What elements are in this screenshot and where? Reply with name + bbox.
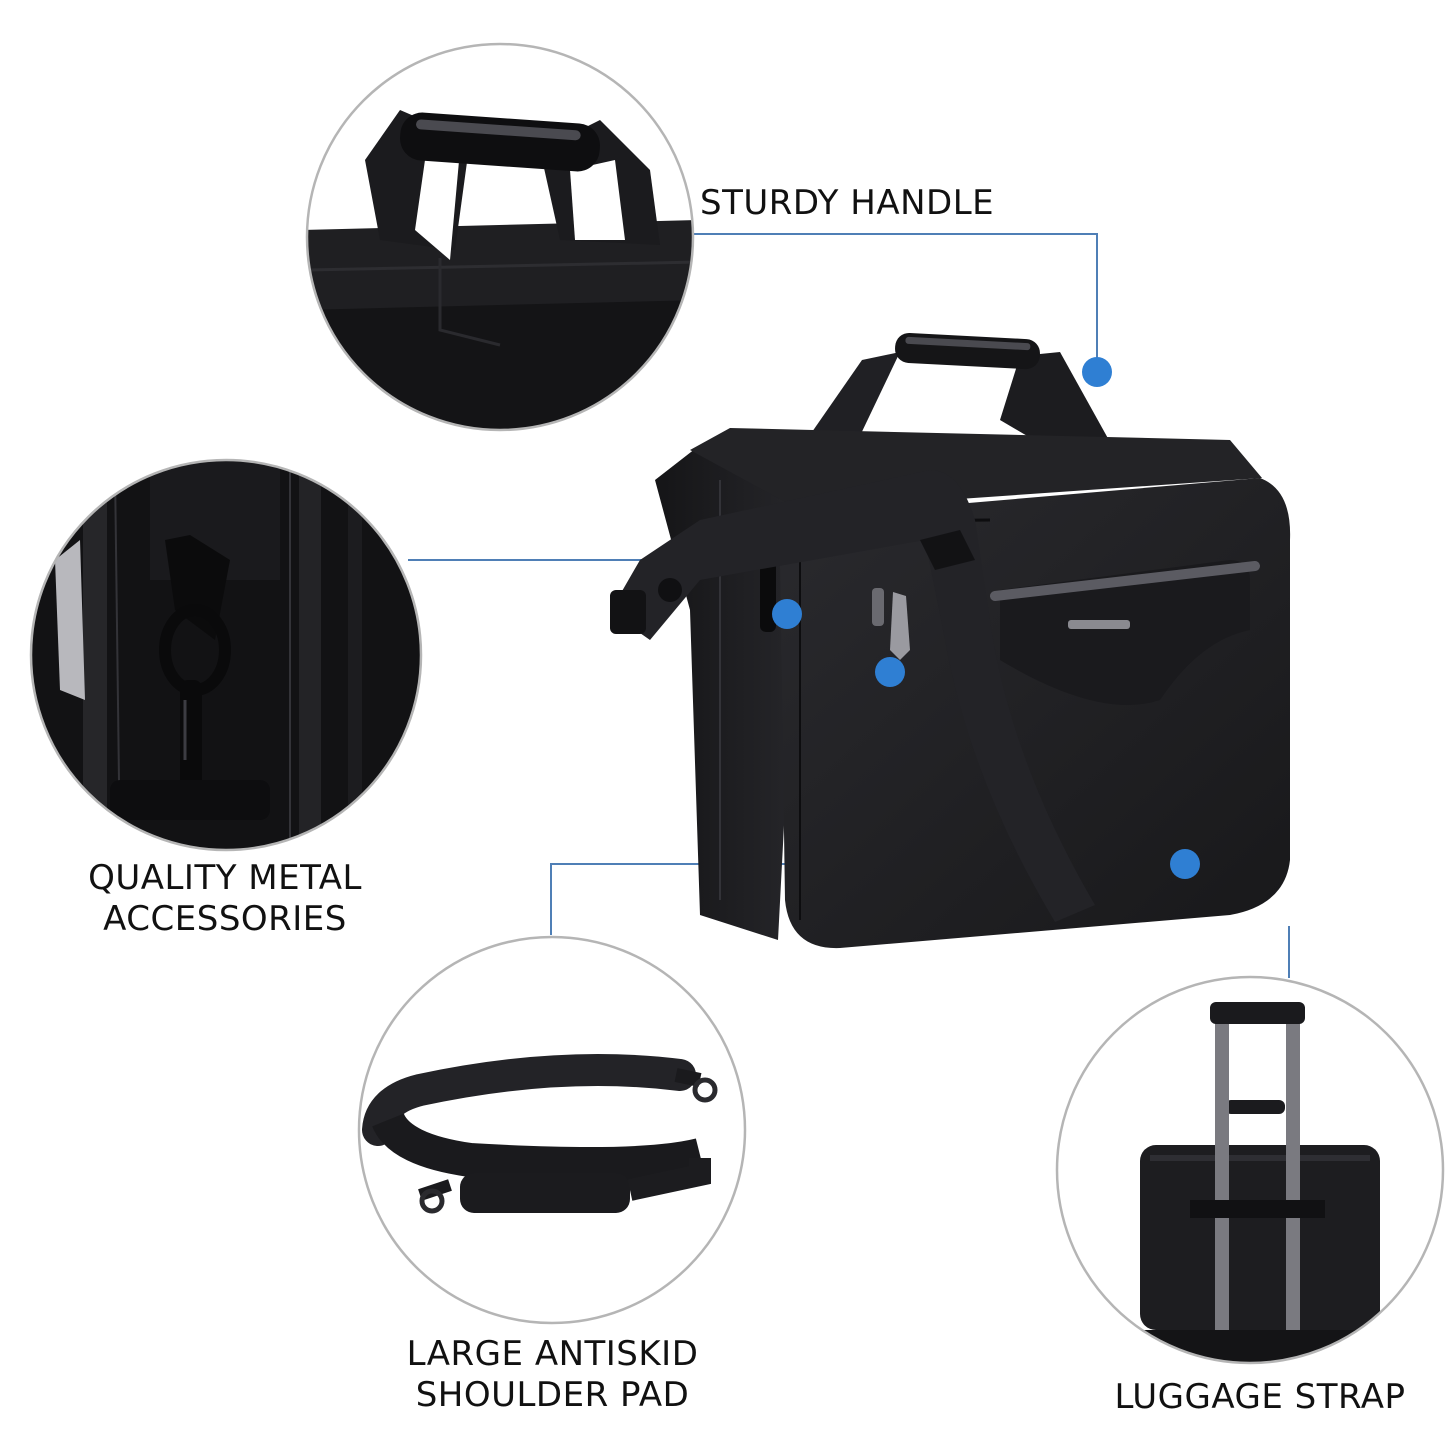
brand-plate xyxy=(1068,620,1130,629)
marker-shoulder-pad xyxy=(1170,849,1200,879)
trolley-bag-photo xyxy=(1055,975,1445,1365)
label-sturdy-handle: STURDY HANDLE xyxy=(700,183,995,223)
label-large-antiskid-shoulder-pad: LARGE ANTISKID SHOULDER PAD xyxy=(385,1334,720,1416)
marker-handle xyxy=(1082,357,1112,387)
marker-dots xyxy=(772,357,1200,879)
metal-hook-closeup-photo xyxy=(29,458,423,852)
marker-metal-zip-right xyxy=(875,657,905,687)
label-pad-line1: LARGE ANTISKID xyxy=(406,1334,699,1374)
shoulder-strap-main xyxy=(610,470,1095,922)
connector-handle xyxy=(693,233,1098,372)
marker-metal-zip-left xyxy=(772,599,802,629)
shoulder-strap-photo xyxy=(357,935,747,1325)
label-quality-metal-accessories: QUALITY METAL ACCESSORIES xyxy=(60,858,390,940)
handle-closeup-photo xyxy=(305,42,695,432)
laptop-briefcase-photo xyxy=(610,332,1291,949)
label-metal-line1: QUALITY METAL xyxy=(88,858,362,898)
label-metal-line2: ACCESSORIES xyxy=(103,899,347,939)
label-luggage-strap: LUGGAGE STRAP xyxy=(1114,1377,1406,1417)
label-pad-line2: SHOULDER PAD xyxy=(415,1375,690,1415)
handle-strap-left xyxy=(812,352,900,440)
